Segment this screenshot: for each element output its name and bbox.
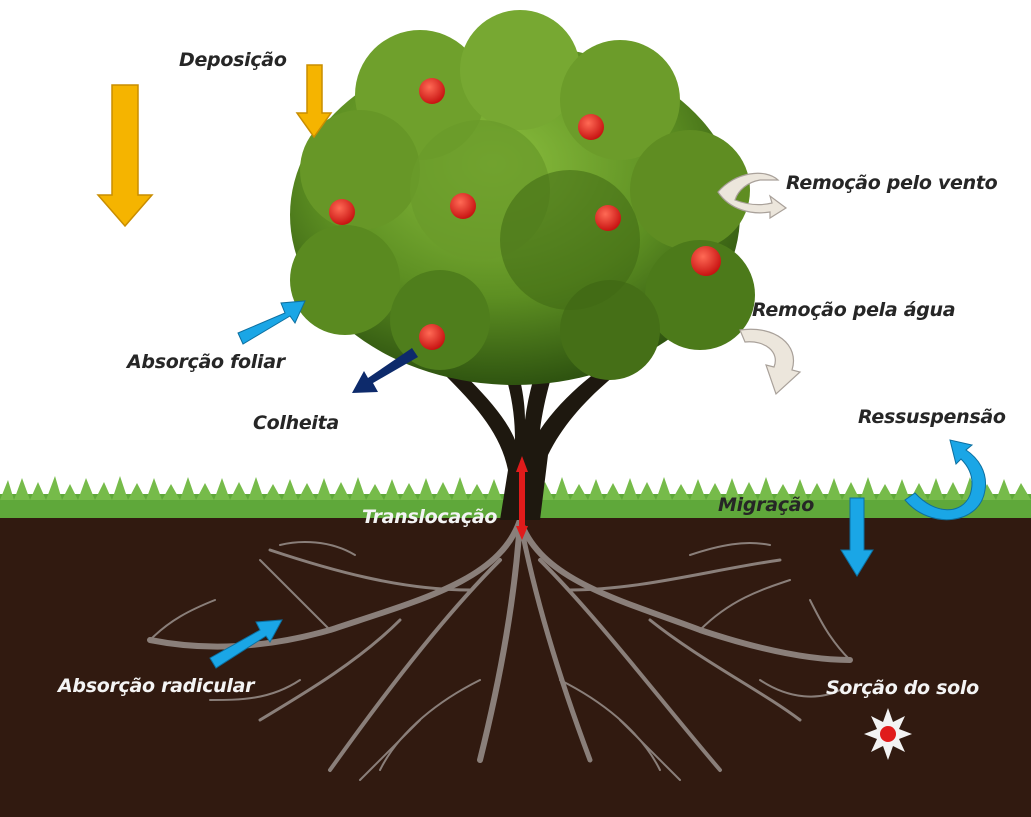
label-colheita: Colheita: [253, 414, 339, 433]
fruit: [419, 78, 445, 104]
deposition-arrow-large: [98, 85, 152, 226]
label-absorcao-foliar: Absorção foliar: [127, 353, 285, 372]
label-translocacao: Translocação: [362, 508, 497, 527]
fruit: [450, 193, 476, 219]
fruit: [419, 324, 445, 350]
label-migracao: Migração: [718, 496, 814, 515]
label-deposicao: Deposição: [179, 51, 287, 70]
label-remocao-vento: Remoção pelo vento: [786, 174, 997, 193]
harvest-arrow: [352, 348, 418, 393]
label-absorcao-radicular: Absorção radicular: [58, 677, 254, 696]
tree-canopy: [290, 10, 755, 385]
fruit: [691, 246, 721, 276]
water-removal-arrow: [740, 329, 800, 394]
label-sorcao-solo: Sorção do solo: [826, 679, 979, 698]
fruit: [595, 205, 621, 231]
fruit: [329, 199, 355, 225]
foliar-absorption-arrow: [238, 301, 305, 344]
label-ressuspensao: Ressuspensão: [858, 408, 1006, 427]
fruit: [578, 114, 604, 140]
label-remocao-agua: Remoção pela água: [752, 301, 955, 320]
